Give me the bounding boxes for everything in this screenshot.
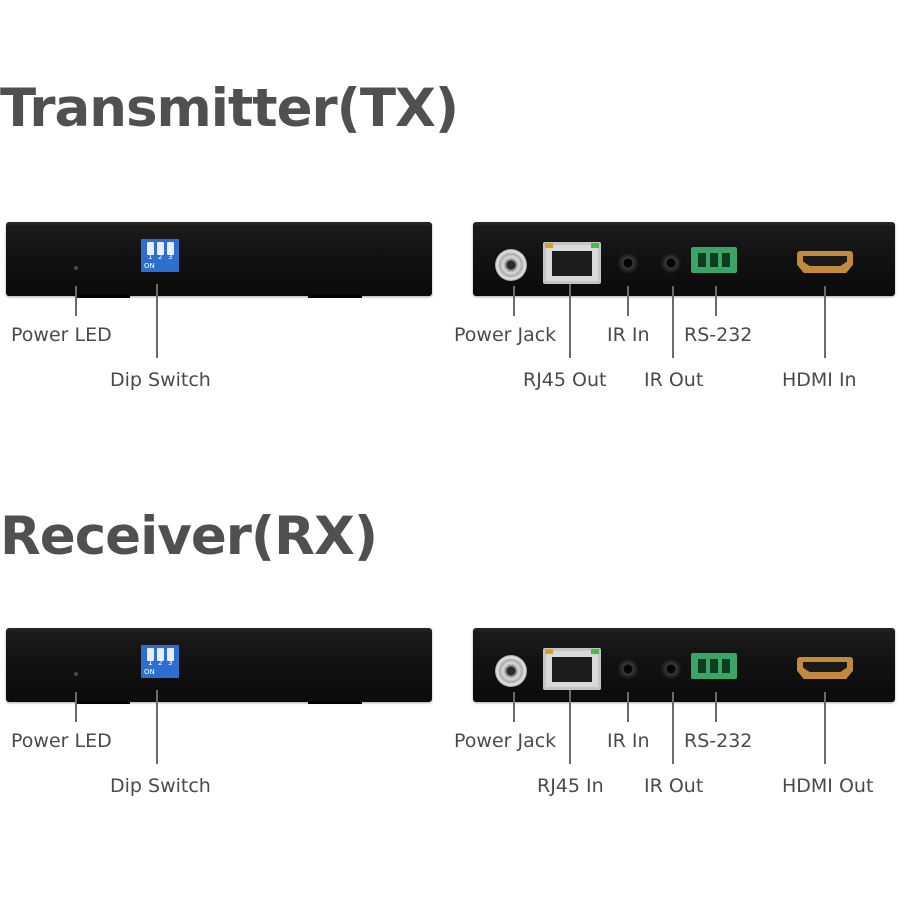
rs232-label: RS-232 — [684, 324, 753, 346]
leader-line — [75, 286, 77, 316]
hdmi-label: HDMI Out — [782, 775, 874, 797]
leader-line — [672, 692, 674, 764]
tx-front-panel: 1 2 3 ON — [6, 222, 432, 298]
dip-on-text: ON — [144, 262, 155, 270]
power-led-icon — [74, 672, 78, 676]
leader-line — [627, 286, 629, 316]
rj45-label: RJ45 Out — [523, 369, 607, 391]
rs232-terminal-icon — [691, 653, 737, 679]
hdmi-port-icon — [797, 657, 853, 679]
dip-switch-label: Dip Switch — [110, 775, 211, 797]
rx-front-panel: 1 2 3 ON — [6, 628, 432, 704]
section-title: Transmitter(TX) — [0, 78, 459, 139]
power-led-label: Power LED — [11, 324, 112, 346]
leader-line — [627, 692, 629, 722]
power-jack-label: Power Jack — [454, 324, 557, 346]
dip-on-text: ON — [144, 668, 155, 676]
dip-switch-icon: 1 2 3 ON — [141, 645, 179, 678]
leader-line — [513, 692, 515, 722]
transmitter-section: Transmitter(TX) 1 2 3 ON — [0, 0, 900, 406]
dip-number: 3 — [168, 253, 173, 261]
leader-line — [672, 286, 674, 358]
dip-number: 2 — [158, 659, 163, 667]
ir-in-label: IR In — [607, 324, 650, 346]
section-title: Receiver(RX) — [0, 506, 378, 567]
power-jack-label: Power Jack — [454, 730, 557, 752]
power-led-label: Power LED — [11, 730, 112, 752]
leader-line — [569, 690, 571, 764]
rx-back-panel — [473, 628, 895, 702]
power-jack-icon — [495, 655, 527, 687]
ir-out-label: IR Out — [644, 369, 704, 391]
dip-switch-label: Dip Switch — [110, 369, 211, 391]
ir-in-jack-icon — [618, 659, 638, 679]
rs232-label: RS-232 — [684, 730, 753, 752]
leader-line — [715, 692, 717, 722]
leader-line — [824, 286, 826, 358]
dip-switch-icon: 1 2 3 ON — [141, 239, 179, 272]
leader-line — [156, 690, 158, 764]
leader-line — [513, 286, 515, 316]
ir-in-label: IR In — [607, 730, 650, 752]
hdmi-port-icon — [797, 251, 853, 273]
rs232-terminal-icon — [691, 247, 737, 273]
dip-number: 1 — [148, 659, 153, 667]
ir-in-jack-icon — [618, 253, 638, 273]
power-jack-icon — [495, 249, 527, 281]
ir-out-label: IR Out — [644, 775, 704, 797]
power-led-icon — [74, 266, 78, 270]
rj45-port-icon — [543, 242, 601, 284]
dip-number: 3 — [168, 659, 173, 667]
leader-line — [715, 286, 717, 316]
tx-back-panel — [473, 222, 895, 296]
leader-line — [156, 284, 158, 358]
leader-line — [569, 284, 571, 358]
rj45-port-icon — [543, 648, 601, 690]
dip-number: 1 — [148, 253, 153, 261]
ir-out-jack-icon — [661, 659, 681, 679]
receiver-section: Receiver(RX) 1 2 3 ON — [0, 406, 900, 812]
leader-line — [824, 692, 826, 764]
dip-number: 2 — [158, 253, 163, 261]
ir-out-jack-icon — [661, 253, 681, 273]
leader-line — [75, 692, 77, 722]
hdmi-label: HDMI In — [782, 369, 857, 391]
rj45-label: RJ45 In — [537, 775, 604, 797]
